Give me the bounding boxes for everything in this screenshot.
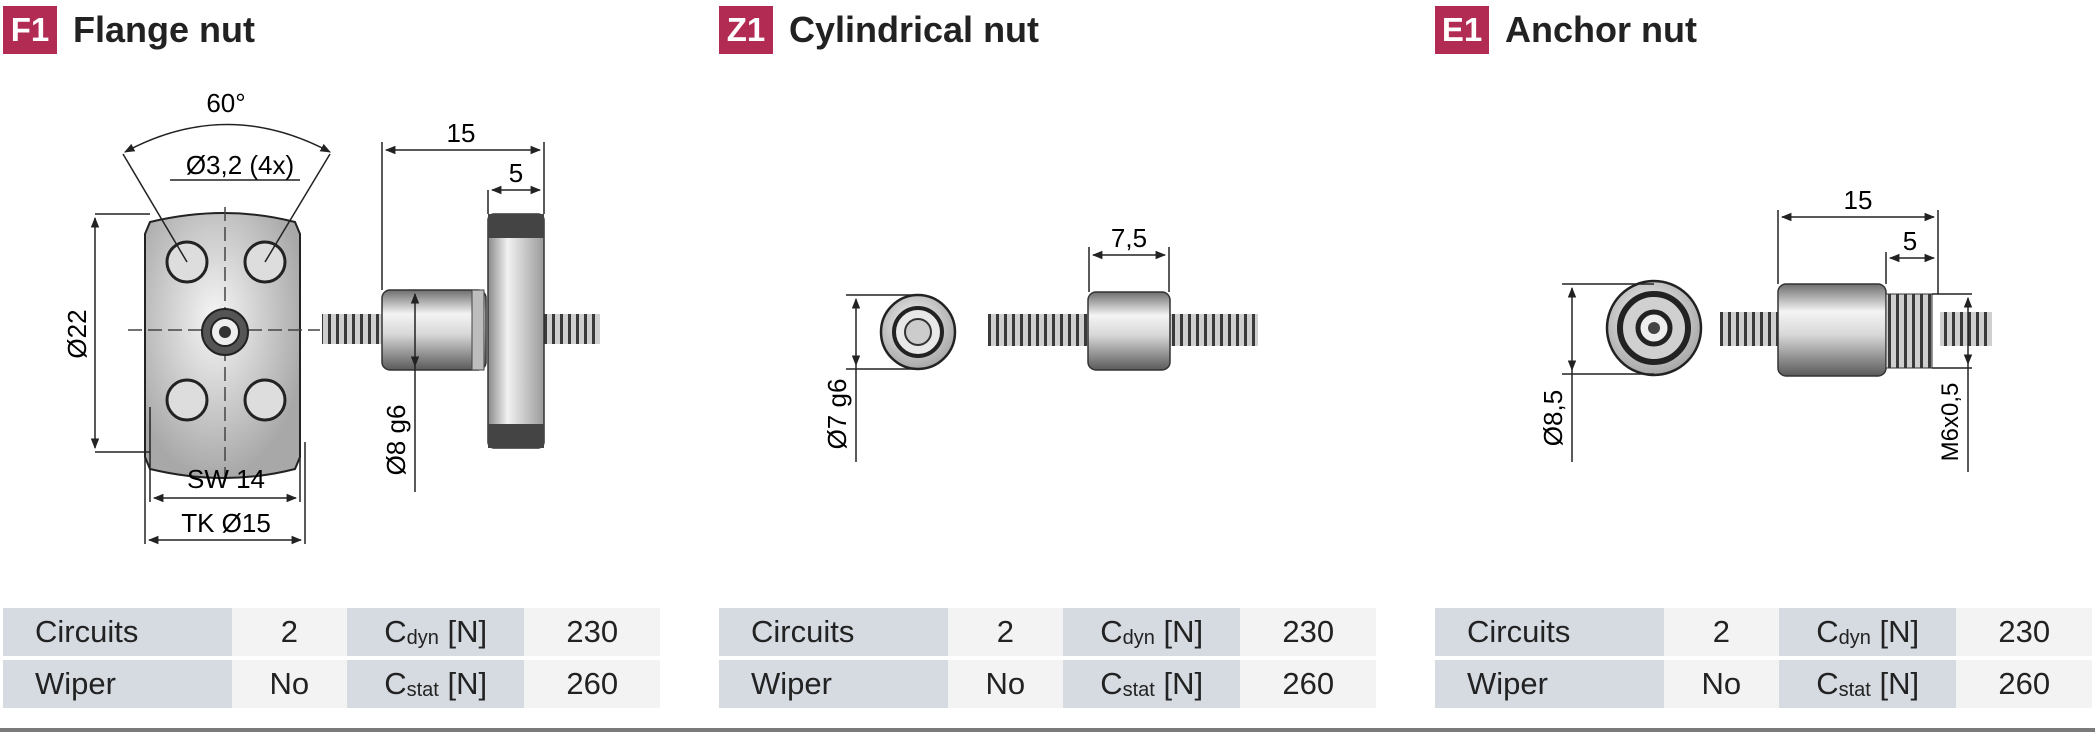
flange-front-view: 60° Ø3,2 (4x) Ø22 SW 14 TK Ø15 xyxy=(62,88,331,545)
panel-title: Flange nut xyxy=(73,9,255,50)
table-row: Wiper No Cstat [N] 260 xyxy=(3,660,660,708)
cylindrical-nut-drawing: Ø7 g6 7,5 xyxy=(822,223,1258,462)
wiper-value: No xyxy=(1663,660,1779,708)
cylindrical-side-view: 7,5 xyxy=(988,223,1258,371)
flange-nut-drawing: 60° Ø3,2 (4x) Ø22 SW 14 TK Ø15 15 5 Ø8 g… xyxy=(62,88,600,545)
wiper-value: No xyxy=(947,660,1063,708)
panel-code-badge: F1 xyxy=(3,6,57,54)
panel-header: F1 Flange nut xyxy=(3,6,255,54)
dim-flange-thickness: 5 xyxy=(509,158,523,188)
circuits-label: Circuits xyxy=(719,608,948,656)
dim-thread: M6x0,5 xyxy=(1937,383,1964,462)
dim-angle: 60° xyxy=(206,88,245,118)
wiper-label: Wiper xyxy=(719,660,948,708)
bottom-rule xyxy=(0,728,2095,732)
panel-cylindrical-nut: Z1 Cylindrical nut Ø7 g6 7,5 Circuits 2 xyxy=(716,0,1376,735)
wiper-label: Wiper xyxy=(1435,660,1664,708)
cdyn-label: Cdyn [N] xyxy=(1062,608,1241,656)
wiper-label: Wiper xyxy=(3,660,232,708)
cstat-value: 260 xyxy=(524,660,660,708)
dim-length: 7,5 xyxy=(1111,223,1147,253)
table-row: Circuits 2 Cdyn [N] 230 xyxy=(1435,608,2092,656)
dim-diameter: Ø22 xyxy=(62,309,92,358)
cdyn-value: 230 xyxy=(524,608,660,656)
circuits-value: 2 xyxy=(947,608,1063,656)
dim-diameter: Ø7 g6 xyxy=(822,379,852,450)
flange-side-view: 15 5 Ø8 g6 xyxy=(322,118,600,492)
anchor-side-view: 15 5 M6x0,5 xyxy=(1720,185,1992,472)
panel-code-badge: Z1 xyxy=(719,6,773,54)
cdyn-label: Cdyn [N] xyxy=(346,608,525,656)
dim-length: 15 xyxy=(1844,185,1873,215)
panel-header: E1 Anchor nut xyxy=(1435,6,1697,54)
spec-table: Circuits 2 Cdyn [N] 230 Wiper No Cstat [… xyxy=(1435,604,2092,712)
panel-flange-nut: F1 Flange nut xyxy=(0,0,660,735)
cstat-label: Cstat [N] xyxy=(1778,660,1957,708)
panel-title: Cylindrical nut xyxy=(789,9,1040,50)
cdyn-value: 230 xyxy=(1240,608,1376,656)
dim-holes: Ø3,2 (4x) xyxy=(186,150,294,180)
dim-length: 15 xyxy=(447,118,476,148)
table-row: Circuits 2 Cdyn [N] 230 xyxy=(719,608,1376,656)
anchor-nut-drawing: Ø8,5 15 5 M6x0,5 xyxy=(1538,185,1992,472)
panel-anchor-nut: E1 Anchor nut Ø8,5 xyxy=(1432,0,2092,735)
dim-sw: SW 14 xyxy=(187,464,265,494)
spec-table: Circuits 2 Cdyn [N] 230 Wiper No Cstat [… xyxy=(719,604,1376,712)
circuits-value: 2 xyxy=(231,608,347,656)
circuits-label: Circuits xyxy=(1435,608,1664,656)
cylindrical-front-view: Ø7 g6 xyxy=(822,293,957,462)
cdyn-value: 230 xyxy=(1956,608,2092,656)
spec-table: Circuits 2 Cdyn [N] 230 Wiper No Cstat [… xyxy=(3,604,660,712)
dim-bore: Ø8 g6 xyxy=(381,405,411,476)
circuits-value: 2 xyxy=(1663,608,1779,656)
cstat-value: 260 xyxy=(1956,660,2092,708)
anchor-front-view: Ø8,5 xyxy=(1538,279,1703,462)
table-row: Circuits 2 Cdyn [N] 230 xyxy=(3,608,660,656)
wiper-value: No xyxy=(231,660,347,708)
dim-thread-length: 5 xyxy=(1903,226,1917,256)
cdyn-label: Cdyn [N] xyxy=(1778,608,1957,656)
circuits-label: Circuits xyxy=(3,608,232,656)
dim-tk: TK Ø15 xyxy=(181,508,271,538)
dim-diameter: Ø8,5 xyxy=(1538,390,1568,446)
cstat-label: Cstat [N] xyxy=(1062,660,1241,708)
panel-code-badge: E1 xyxy=(1435,6,1489,54)
cstat-value: 260 xyxy=(1240,660,1376,708)
cstat-label: Cstat [N] xyxy=(346,660,525,708)
table-row: Wiper No Cstat [N] 260 xyxy=(719,660,1376,708)
panel-title: Anchor nut xyxy=(1505,9,1697,50)
panel-header: Z1 Cylindrical nut xyxy=(719,6,1039,54)
table-row: Wiper No Cstat [N] 260 xyxy=(1435,660,2092,708)
